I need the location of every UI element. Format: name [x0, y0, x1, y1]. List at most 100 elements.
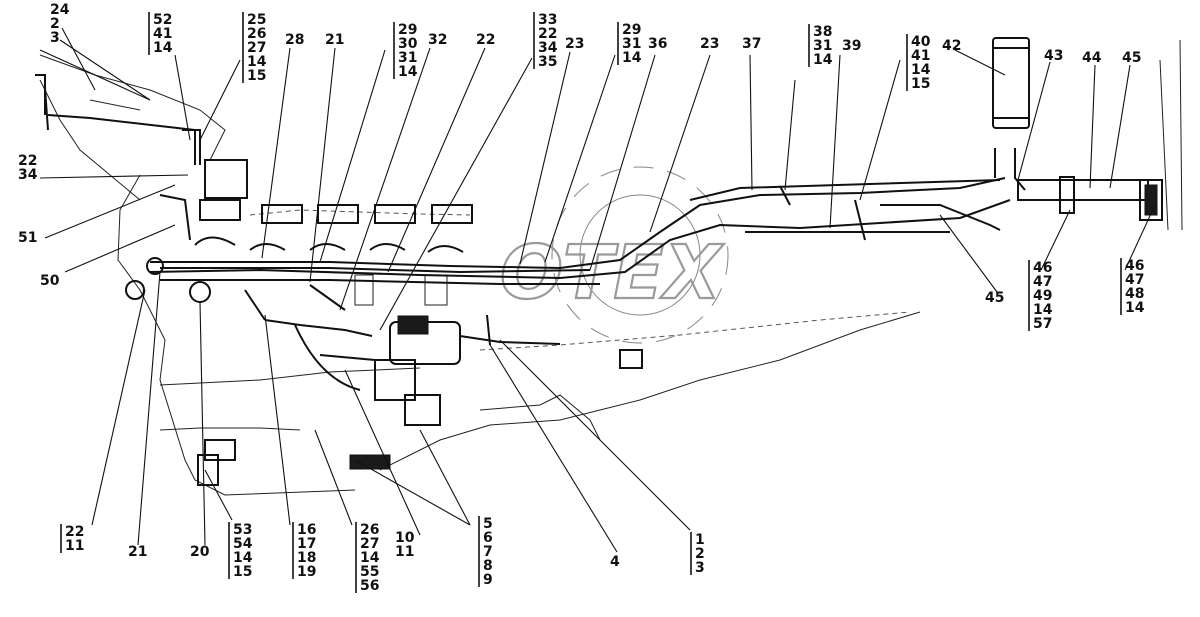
callout-number: 50: [40, 273, 60, 289]
callout-43: 43: [1044, 48, 1063, 64]
callout-number: 54: [233, 536, 253, 552]
callout-number: 5: [483, 516, 493, 532]
callout-number: 2: [695, 546, 705, 562]
callout-number: 48: [1125, 286, 1144, 302]
callout-number: 41: [153, 26, 172, 42]
leader-lines: [39, 27, 1156, 553]
callout-number: 41: [911, 48, 930, 64]
callout-number: 40: [911, 34, 931, 50]
callout-32: 32: [428, 32, 447, 48]
callout-number: 46: [1125, 258, 1144, 274]
callout-number: 31: [813, 38, 832, 54]
callout-number: 43: [1044, 48, 1063, 64]
callout-number: 10: [395, 530, 415, 546]
callout-number: 35: [538, 54, 557, 70]
callout-number: 49: [1033, 288, 1052, 304]
callout-42: 42: [942, 38, 961, 54]
callout-number: 4: [610, 554, 620, 570]
callout-number: 20: [190, 544, 210, 560]
callout-number: 21: [128, 544, 147, 560]
callout-22-top: 22: [476, 32, 495, 48]
callout-28: 28: [285, 32, 304, 48]
callout-number: 14: [398, 64, 418, 80]
callout-number: 29: [398, 22, 417, 38]
callout-number: 51: [18, 230, 37, 246]
callout-number: 57: [1033, 316, 1052, 332]
callout-44: 44: [1082, 50, 1102, 66]
callout-number: 34: [538, 40, 558, 56]
callout-number: 46: [1033, 260, 1052, 276]
muffler-cylinder: [992, 37, 1030, 129]
callout-45-top: 45: [1122, 50, 1141, 66]
watermark-gear-logo: [551, 166, 729, 344]
callout-number: 26: [247, 26, 266, 42]
callout-number: 16: [297, 522, 316, 538]
callout-number: 15: [911, 76, 930, 92]
callout-number: 1: [695, 532, 705, 548]
callout-39: 39: [842, 38, 861, 54]
callout-number: 26: [360, 522, 379, 538]
callout-1-2-3: 123: [690, 532, 705, 576]
callout-number: 23: [700, 36, 719, 52]
callout-number: 14: [360, 550, 380, 566]
callout-number: 31: [622, 36, 641, 52]
fuel-brake-lines: [149, 177, 1011, 285]
callout-number: 7: [483, 544, 493, 560]
callout-number: 11: [395, 544, 414, 560]
callout-number: 33: [538, 12, 557, 28]
callout-number: 29: [622, 22, 641, 38]
callout-number: 53: [233, 522, 252, 538]
callout-number: 39: [842, 38, 861, 54]
callout-21-bottom: 21: [128, 544, 147, 560]
callout-number: 14: [233, 550, 253, 566]
callout-45-mid: 45: [985, 290, 1004, 306]
callout-number: 45: [1122, 50, 1141, 66]
callout-number: 3: [695, 560, 705, 576]
callout-number: 37: [742, 36, 761, 52]
callout-number: 24: [50, 2, 70, 18]
callout-number: 42: [942, 38, 961, 54]
callout-50: 50: [40, 273, 60, 289]
callout-number: 18: [297, 550, 316, 566]
left-components: [35, 74, 248, 303]
callout-number: 31: [398, 50, 417, 66]
callout-number: 11: [65, 538, 84, 554]
callout-36: 36: [648, 36, 667, 52]
callout-number: 17: [297, 536, 316, 552]
callout-number: 47: [1125, 272, 1144, 288]
callout-number: 56: [360, 578, 379, 594]
engine-block: [194, 199, 473, 306]
callout-number: 44: [1082, 50, 1102, 66]
callout-21-top: 21: [325, 32, 344, 48]
callout-number: 19: [297, 564, 316, 580]
callout-number: 22: [538, 26, 557, 42]
master-cylinder-assembly: [197, 284, 643, 486]
callout-4: 4: [610, 554, 620, 570]
callout-number: 14: [1033, 302, 1053, 318]
callout-number: 3: [50, 30, 60, 46]
callout-number: 15: [247, 68, 266, 84]
callout-number: 6: [483, 530, 493, 546]
callout-number: 32: [428, 32, 447, 48]
callout-number: 14: [911, 62, 931, 78]
callout-23-b: 23: [700, 36, 719, 52]
callout-20: 20: [190, 544, 210, 560]
callout-number: 22: [476, 32, 495, 48]
callout-number: 27: [247, 40, 266, 56]
callout-number: 21: [325, 32, 344, 48]
